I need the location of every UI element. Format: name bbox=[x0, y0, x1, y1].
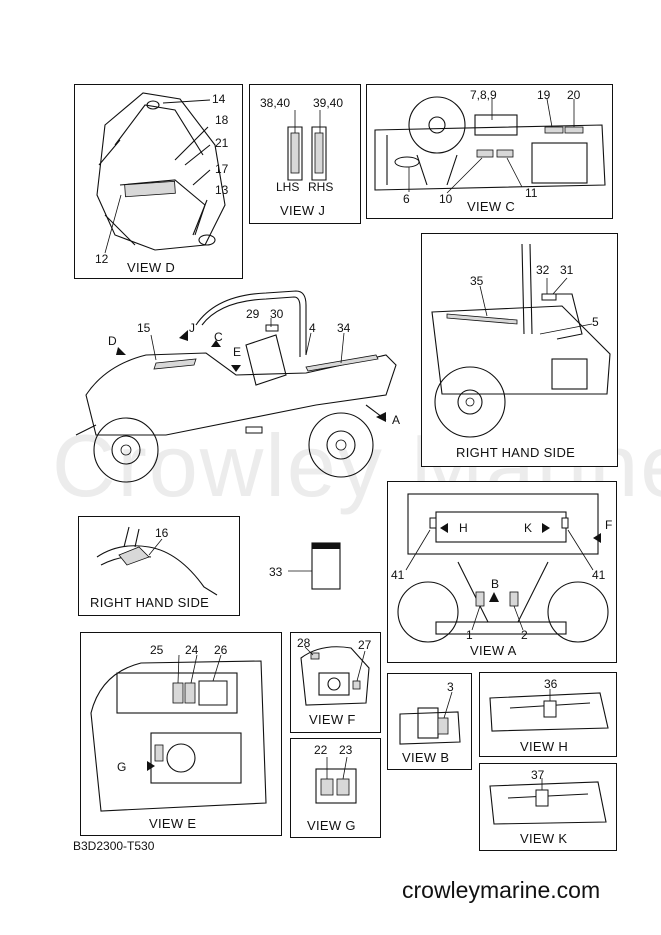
panel-view-f: 28 27 VIEW F bbox=[290, 632, 381, 733]
callout-27: 27 bbox=[358, 638, 372, 652]
callout-37: 37 bbox=[531, 768, 545, 782]
callout-20: 20 bbox=[567, 88, 581, 102]
view-e-caption: VIEW E bbox=[149, 816, 197, 831]
view-j-caption: VIEW J bbox=[280, 203, 326, 218]
callout-1: 1 bbox=[466, 628, 473, 642]
view-c-caption: VIEW C bbox=[467, 199, 516, 214]
view-h-caption: VIEW H bbox=[520, 739, 569, 754]
diagram-code: B3D2300-T530 bbox=[73, 839, 155, 853]
callout-f: F bbox=[605, 518, 613, 532]
callout-16: 16 bbox=[155, 526, 169, 540]
part-33-drawing bbox=[288, 542, 341, 590]
callout-23: 23 bbox=[339, 743, 353, 757]
view-k-caption: VIEW K bbox=[520, 831, 568, 846]
callout-g: G bbox=[117, 760, 127, 774]
main-vehicle-drawing bbox=[75, 290, 397, 483]
site-name: crowleymarine.com bbox=[402, 877, 601, 903]
panel-view-e: 25 24 26 G VIEW E bbox=[80, 632, 282, 836]
callout-11: 11 bbox=[525, 186, 538, 200]
view-d-caption: VIEW D bbox=[127, 260, 176, 275]
callout-31: 31 bbox=[560, 263, 574, 277]
panel-view-d: 14 18 21 17 13 12 VIEW D bbox=[74, 84, 243, 279]
view-a-caption: VIEW A bbox=[470, 643, 517, 658]
view-h-drawing bbox=[489, 689, 609, 732]
panel-right-side-lower: 16 RIGHT HAND SIDE bbox=[78, 516, 240, 616]
callout-13: 13 bbox=[215, 183, 229, 197]
callout-e: E bbox=[233, 345, 242, 359]
panel-view-a: H K F 41 41 B 1 2 VIEW A bbox=[387, 481, 617, 663]
right-side-upper-drawing bbox=[431, 243, 611, 438]
panel-view-c: 7,8,9 19 20 6 10 11 VIEW C bbox=[366, 84, 613, 219]
callout-14: 14 bbox=[212, 92, 226, 106]
panel-view-h: 36 VIEW H bbox=[479, 672, 617, 757]
callout-18: 18 bbox=[215, 113, 229, 127]
callout-d: D bbox=[108, 334, 117, 348]
callout-19: 19 bbox=[537, 88, 551, 102]
callout-17: 17 bbox=[215, 162, 229, 176]
callout-21: 21 bbox=[215, 136, 229, 150]
callout-38-40: 38,40 bbox=[260, 96, 291, 110]
callout-2: 2 bbox=[521, 628, 528, 642]
callout-32: 32 bbox=[536, 263, 550, 277]
panel-view-g: 22 23 VIEW G bbox=[290, 738, 381, 838]
panel-view-j: 38,40 39,40 LHS RHS VIEW J bbox=[249, 84, 361, 224]
callout-c: C bbox=[214, 330, 223, 344]
right-side-lower-caption: RIGHT HAND SIDE bbox=[90, 595, 210, 610]
view-f-drawing bbox=[300, 646, 370, 706]
side-rhs: RHS bbox=[308, 180, 334, 194]
view-k-drawing bbox=[489, 778, 607, 825]
callout-41-left: 41 bbox=[391, 568, 405, 582]
callout-5: 5 bbox=[592, 315, 599, 329]
callout-7-8-9: 7,8,9 bbox=[470, 88, 497, 102]
callout-j: J bbox=[189, 321, 195, 335]
right-side-lower-drawing bbox=[96, 526, 218, 596]
callout-b: B bbox=[491, 577, 500, 591]
callout-25: 25 bbox=[150, 643, 164, 657]
callout-k: K bbox=[524, 521, 533, 535]
callout-4: 4 bbox=[309, 321, 316, 335]
callout-34: 34 bbox=[337, 321, 351, 335]
callout-35: 35 bbox=[470, 274, 484, 288]
panel-view-k: 37 VIEW K bbox=[479, 763, 617, 851]
callout-30: 30 bbox=[270, 307, 284, 321]
view-g-caption: VIEW G bbox=[307, 818, 356, 833]
callout-29: 29 bbox=[246, 307, 260, 321]
view-a-drawing bbox=[397, 493, 609, 643]
view-e-drawing bbox=[90, 654, 267, 812]
callout-12: 12 bbox=[95, 252, 109, 266]
view-j-drawing bbox=[287, 110, 327, 181]
callout-h: H bbox=[459, 521, 468, 535]
callout-22: 22 bbox=[314, 743, 328, 757]
view-d-drawing bbox=[96, 92, 226, 254]
callout-33: 33 bbox=[269, 565, 283, 579]
callout-3: 3 bbox=[447, 680, 454, 694]
callout-a: A bbox=[392, 413, 401, 427]
callout-6: 6 bbox=[403, 192, 410, 206]
panel-view-b: 3 VIEW B bbox=[387, 673, 472, 770]
panel-right-side-upper: 35 32 31 5 RIGHT HAND SIDE bbox=[421, 233, 618, 467]
callout-10: 10 bbox=[439, 192, 453, 206]
view-b-caption: VIEW B bbox=[402, 750, 450, 765]
view-b-drawing bbox=[399, 691, 461, 745]
callout-39-40: 39,40 bbox=[313, 96, 344, 110]
right-side-upper-caption: RIGHT HAND SIDE bbox=[456, 445, 576, 460]
callout-41-right: 41 bbox=[592, 568, 606, 582]
callout-15: 15 bbox=[137, 321, 151, 335]
side-lhs: LHS bbox=[276, 180, 300, 194]
view-c-drawing bbox=[374, 96, 606, 194]
callout-24: 24 bbox=[185, 643, 199, 657]
view-g-drawing bbox=[315, 756, 357, 804]
callout-26: 26 bbox=[214, 643, 228, 657]
view-f-caption: VIEW F bbox=[309, 712, 356, 727]
callout-36: 36 bbox=[544, 677, 558, 691]
callout-28: 28 bbox=[297, 636, 311, 650]
